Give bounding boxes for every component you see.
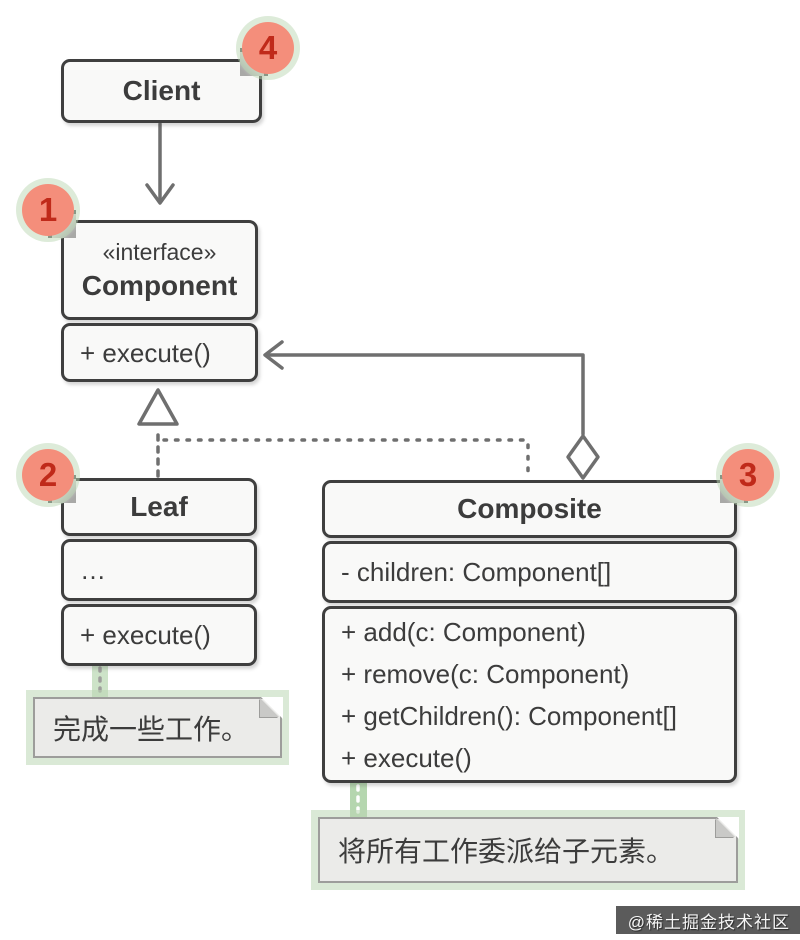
leaf-note-text: 完成一些工作。 — [53, 713, 250, 745]
class-leaf-header: Leaf — [61, 478, 257, 536]
class-component-header: «interface» Component — [61, 220, 258, 320]
class-name: Component — [81, 269, 238, 301]
badge-4: 4 — [242, 22, 294, 74]
class-name: Composite — [457, 493, 602, 524]
class-name: Client — [122, 75, 201, 106]
class-composite: Composite - children: Component[] + add(… — [322, 480, 737, 783]
class-name: Leaf — [130, 491, 188, 522]
method-item: + add(c: Component) — [341, 616, 586, 647]
stereotype-label: «interface» — [102, 238, 217, 265]
leaf-note: 完成一些工作。 — [33, 696, 283, 758]
composite-note: 将所有工作委派给子元素。 — [318, 816, 739, 883]
method-item: + remove(c: Component) — [341, 658, 630, 689]
attribute-item: … — [80, 555, 106, 585]
attribute-item: - children: Component[] — [341, 557, 612, 587]
badge-2: 2 — [22, 449, 74, 501]
class-leaf-attributes: … — [61, 539, 257, 601]
class-composite-methods: + add(c: Component) + remove(c: Componen… — [322, 606, 737, 783]
aggregation-line — [265, 353, 585, 436]
badge-3: 3 — [722, 449, 774, 501]
watermark: @稀土掘金技术社区 — [615, 906, 800, 934]
client-component-arrowhead-icon — [145, 183, 175, 205]
class-leaf-methods: + execute() — [61, 604, 257, 666]
class-leaf: Leaf … + execute() — [61, 478, 257, 666]
aggregation-diamond-icon — [566, 434, 600, 480]
dogear-fold-icon — [716, 818, 735, 837]
class-composite-attributes: - children: Component[] — [322, 541, 737, 603]
class-composite-header: Composite — [322, 480, 737, 538]
method-item: + getChildren(): Component[] — [341, 700, 678, 731]
dogear-fold-icon — [260, 698, 279, 717]
method-item: + execute() — [80, 337, 211, 368]
method-item: + execute() — [341, 742, 472, 773]
composite-note-text: 将所有工作委派给子元素。 — [338, 836, 675, 867]
aggregation-arrowhead-icon — [263, 340, 284, 370]
class-component-methods: + execute() — [61, 323, 258, 382]
badge-1: 1 — [22, 184, 74, 236]
class-client-header: Client — [61, 59, 262, 123]
realization-triangle-icon — [137, 388, 179, 426]
method-item: + execute() — [80, 620, 211, 650]
class-client: Client — [61, 59, 262, 123]
class-component: «interface» Component + execute() — [61, 220, 258, 382]
